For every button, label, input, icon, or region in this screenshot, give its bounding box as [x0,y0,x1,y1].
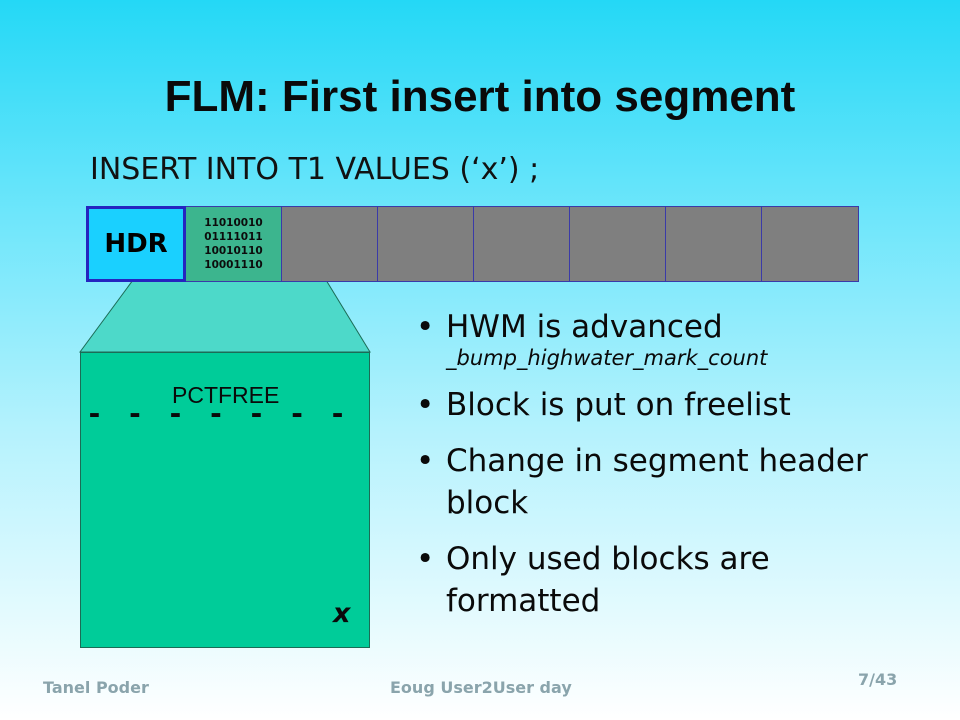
bullet-subtext: _bump_highwater_mark_count [446,346,768,370]
empty-block [378,206,474,282]
bullet-text: Change in segment header block [446,443,868,521]
bullet-dot-icon: • [416,541,435,577]
segment-bar: HDR 11010010 01111011 10010110 10001110 [86,206,859,282]
bullet-item: • HWM is advanced _bump_highwater_mark_c… [412,306,912,370]
segment-header-block: HDR [86,206,186,282]
header-label: HDR [104,229,168,259]
bullet-dot-icon: • [416,443,435,479]
bullet-text: Only used blocks are formatted [446,541,770,619]
bullet-list: • HWM is advanced _bump_highwater_mark_c… [412,306,912,636]
slide-title: FLM: First insert into segment [164,72,796,121]
block-bits-line: 11010010 [204,217,263,229]
bullet-item: • Block is put on freelist [412,384,912,426]
empty-block [570,206,666,282]
bullet-item: • Only used blocks are formatted [412,538,912,622]
empty-block [282,206,378,282]
empty-block [762,206,859,282]
bullet-text: Block is put on freelist [446,387,791,423]
block-detail [80,352,370,648]
first-data-block: 11010010 01111011 10010110 10001110 [186,206,282,282]
footer-event: Eoug User2User day [390,678,572,697]
page-number: 7/43 [858,670,898,689]
empty-block [474,206,570,282]
bullet-text: HWM is advanced [446,309,723,345]
row-value: x [333,598,351,629]
footer-author: Tanel Poder [43,678,149,697]
sql-statement: INSERT INTO T1 VALUES (‘x’) ; [90,152,540,187]
block-bits-line: 10010110 [204,245,263,257]
block-bits-line: 10001110 [204,259,263,271]
bullet-item: • Change in segment header block [412,440,912,524]
bullet-dot-icon: • [416,309,435,345]
bullet-dot-icon: • [416,387,435,423]
pctfree-line: - - - - - - - - - - - - - - [86,397,368,430]
block-bits-line: 01111011 [204,231,263,243]
empty-block [666,206,762,282]
pctfree-label: PCTFREE [172,382,280,408]
